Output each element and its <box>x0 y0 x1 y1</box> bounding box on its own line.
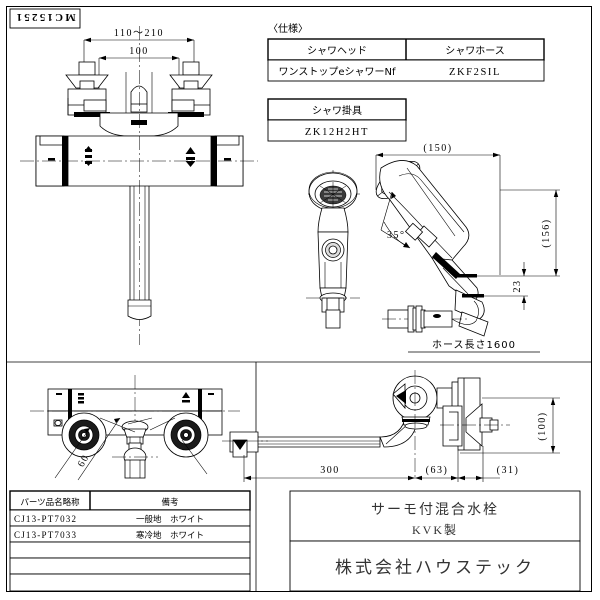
product-name-label: サーモ付混合水栓 <box>371 502 499 518</box>
dimension-spout-length-label: 300 <box>320 465 340 476</box>
left-flange <box>61 412 107 458</box>
parts-row-1-note: 寒冷地 ホワイト <box>136 530 204 541</box>
faucet-side-view: 300 (63) (31) <box>222 370 560 482</box>
parts-table: パーツ品名略称 備考 CJ13-PT7032 一般地 ホワイト CJ13-PT7… <box>9 490 251 592</box>
right-flange <box>163 412 209 458</box>
hose-length-note: ホース長さ1600 <box>408 339 540 353</box>
flow-indicator-right <box>185 147 231 167</box>
dimension-wall-offset: (31) <box>458 446 520 482</box>
shower-head-front-view <box>306 170 360 329</box>
spec-header-hose: シャワホース <box>445 45 505 57</box>
spec-value-hose: ZKF2SIL <box>449 67 501 78</box>
dimension-body-depth: (63) <box>415 450 459 482</box>
dimension-spread-center: 100 <box>98 46 180 92</box>
dimension-head-length-label: (150) <box>423 143 452 154</box>
spec-header-head: シャワヘッド <box>307 46 367 57</box>
dimension-spread-center-label: 100 <box>129 46 149 57</box>
dimension-spread-range-label: 110～210 <box>114 28 164 39</box>
dimension-head-offset-label: 23 <box>512 280 523 293</box>
faucet-front-view: 110～210 100 <box>20 26 258 345</box>
temperature-indicator-left <box>48 146 93 166</box>
wall-bracket <box>440 377 510 451</box>
parts-row-0-name: CJ13-PT7032 <box>14 514 77 524</box>
hose-connector <box>382 300 479 333</box>
faucet-bottom-view: 60 <box>30 375 240 481</box>
parts-header-name: パーツ品名略称 <box>20 497 80 508</box>
hook-table-value: ZK12H2HT <box>305 127 369 138</box>
spec-table: シャワヘッド シャワホース ワンストップeシャワーNf ZKF2SIL <box>267 38 545 82</box>
dimension-wall-offset-label: (31) <box>497 465 520 476</box>
dimension-head-length: (150) <box>375 143 501 275</box>
center-cap <box>130 85 148 113</box>
dimension-wall-height: (100) <box>460 397 560 454</box>
leader-lines: 60 <box>54 417 208 481</box>
dimension-head-height: (156) <box>500 189 560 277</box>
hose-length-label: ホース長さ1600 <box>432 339 516 351</box>
right-inlet-assembly <box>168 61 213 117</box>
spec-value-head: ワンストップeシャワーNf <box>279 66 396 78</box>
hook-table-header: シャワ掛具 <box>312 104 362 117</box>
dimension-body-depth-label: (63) <box>426 465 449 476</box>
parts-row-0-note: 一般地 ホワイト <box>136 514 204 525</box>
title-block: サーモ付混合水栓 KVK製 株式会社ハウステック <box>289 490 581 592</box>
spray-angle-label: 35° <box>387 230 406 241</box>
dimension-head-height-label: (156) <box>541 218 552 247</box>
maker-label: KVK製 <box>412 523 458 537</box>
hook-table: シャワ掛具 ZK12H2HT <box>267 98 407 142</box>
dimension-head-offset: 23 <box>455 262 528 310</box>
spout-tube-front <box>127 186 152 320</box>
part-number-text: MC15251 <box>14 11 75 23</box>
shower-head-side-view: (150) <box>375 143 560 337</box>
parts-header-note: 備考 <box>161 497 178 508</box>
spec-section-label: 〈仕様〉 <box>268 22 308 35</box>
part-number-box: MC15251 <box>9 8 81 29</box>
spray-angle-annotation: 35° <box>380 191 411 249</box>
left-inlet-assembly <box>65 61 110 117</box>
drawing-border <box>6 6 592 592</box>
company-name-label: 株式会社ハウステック <box>335 558 535 578</box>
parts-row-1-name: CJ13-PT7033 <box>14 530 77 540</box>
dimension-wall-height-label: (100) <box>537 411 548 440</box>
dimension-spout-length: 300 <box>243 455 415 482</box>
